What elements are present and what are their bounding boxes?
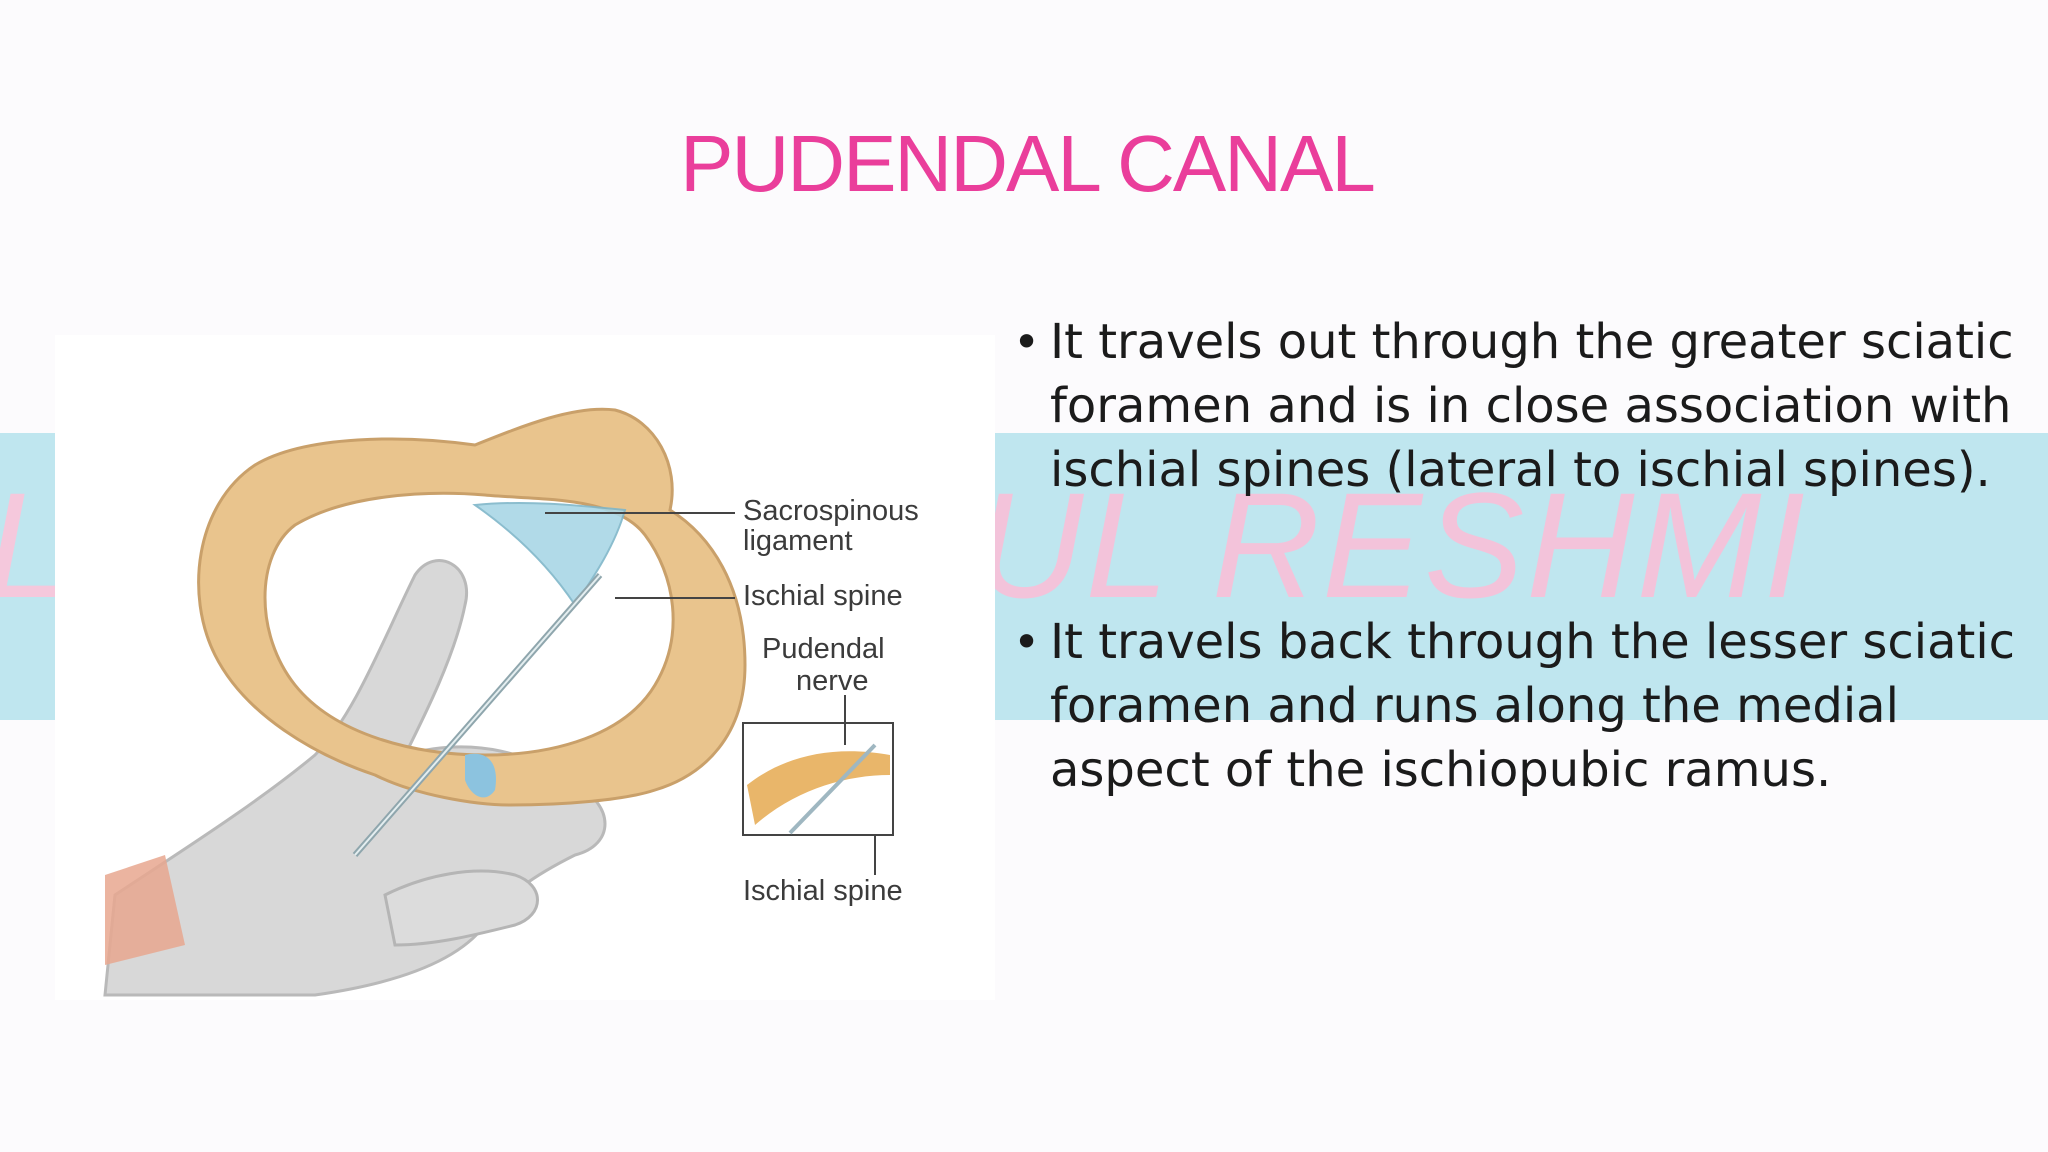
- slide-title: PUDENDAL CANAL: [680, 119, 1376, 208]
- highlight-band-left: [0, 433, 55, 720]
- watermark-left-text: L: [0, 470, 55, 620]
- label-ischial-spine-top: Ischial spine: [743, 580, 903, 612]
- watermark-left: L: [0, 470, 55, 650]
- symphysis: [465, 753, 496, 798]
- watermark-right-text: UL RESHMI: [995, 470, 1808, 629]
- bullet-item-1: • It travels out through the greater sci…: [1005, 310, 2045, 502]
- wrist: [105, 855, 185, 965]
- highlight-band-right: [995, 433, 2048, 720]
- bullet-dot: •: [1013, 315, 1041, 369]
- label-ligament: ligament: [743, 525, 853, 557]
- bullet-text-1: It travels out through the greater sciat…: [1050, 314, 2014, 498]
- label-ischial-spine-bottom: Ischial spine: [743, 875, 903, 907]
- watermark-right: UL RESHMI: [995, 470, 1825, 650]
- bullet-dot: •: [1013, 615, 1041, 669]
- label-sacrospinous: Sacrospinous: [743, 495, 919, 527]
- label-nerve: nerve: [796, 665, 869, 697]
- glove-fingers: [383, 869, 539, 947]
- bullet-item-2: • It travels back through the lesser sci…: [1005, 610, 2045, 802]
- pelvic-bone: [197, 407, 747, 807]
- bullet-text-2: It travels back through the lesser sciat…: [1050, 614, 2016, 798]
- anatomy-figure: Sacrospinous ligament Ischial spine Pude…: [55, 335, 995, 1000]
- bullet-list: • It travels out through the greater sci…: [1005, 310, 2045, 802]
- label-pudendal: Pudendal: [762, 633, 885, 665]
- sacrospinous-ligament-shape: [472, 501, 627, 607]
- pelvis-illustration: [103, 407, 894, 997]
